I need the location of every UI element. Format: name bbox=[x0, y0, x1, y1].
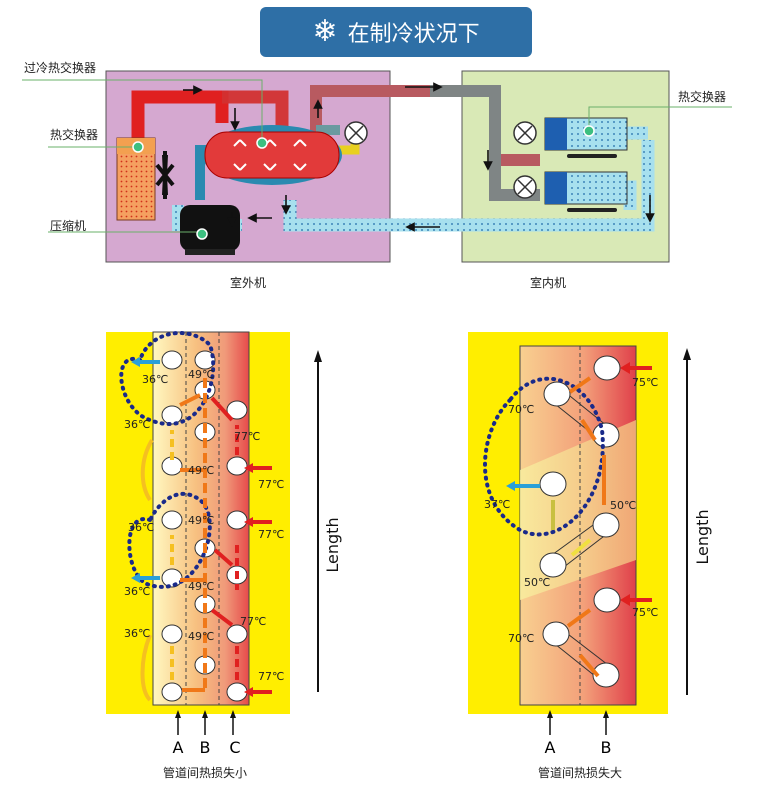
temp-36-b: 36℃ bbox=[124, 418, 150, 431]
temp-50-a: 50℃ bbox=[610, 499, 636, 512]
temp-49-e: 49℃ bbox=[188, 630, 214, 643]
temp-77-d: 77℃ bbox=[240, 615, 266, 628]
left-panel: 36℃ 36℃ 36℃ 36℃ 36℃ 49℃ 49℃ 49℃ 49℃ 49℃ … bbox=[106, 331, 342, 780]
indoor-valve-icon-1 bbox=[513, 121, 537, 145]
temp-77-a: 77℃ bbox=[234, 430, 260, 443]
indoor-valve-icon-2 bbox=[513, 175, 537, 199]
right-letter-a: A bbox=[545, 738, 556, 757]
temp-49-b: 49℃ bbox=[188, 464, 214, 477]
temp-36-e: 36℃ bbox=[124, 627, 150, 640]
left-caption: 管道间热损失小 bbox=[163, 765, 247, 780]
left-letter-b: B bbox=[200, 738, 211, 757]
temp-70-a: 70℃ bbox=[508, 403, 534, 416]
left-letter-a: A bbox=[173, 738, 184, 757]
left-length-label: Length bbox=[323, 517, 342, 572]
fan-icon bbox=[155, 151, 175, 199]
snowflake-icon: ❄ bbox=[312, 14, 338, 49]
discharge-pipe-2 bbox=[222, 90, 289, 135]
callout-outdoor-hx: 热交换器 bbox=[50, 127, 98, 142]
temp-49-d: 49℃ bbox=[188, 580, 214, 593]
temp-36-c: 36℃ bbox=[128, 521, 154, 534]
discharge-pipe bbox=[131, 90, 229, 160]
temp-49-c: 49℃ bbox=[188, 514, 214, 527]
temp-36-a: 36℃ bbox=[142, 373, 168, 386]
callout-compressor: 压缩机 bbox=[50, 218, 86, 233]
temp-75-a: 75℃ bbox=[632, 376, 658, 389]
system-diagram: 过冷热交换器 热交换器 压缩机 热交换器 室外机 室内机 bbox=[22, 60, 732, 290]
temp-49-a: 49℃ bbox=[188, 368, 214, 381]
left-letter-c: C bbox=[229, 738, 240, 757]
temp-37: 37℃ bbox=[484, 498, 510, 511]
temp-70-b: 70℃ bbox=[508, 632, 534, 645]
callout-indoor-hx: 热交换器 bbox=[678, 89, 726, 104]
right-letter-b: B bbox=[601, 738, 612, 757]
indoor-unit-label: 室内机 bbox=[530, 275, 566, 290]
temp-75-b: 75℃ bbox=[632, 606, 658, 619]
right-length-label: Length bbox=[693, 509, 712, 564]
temp-77-b: 77℃ bbox=[258, 478, 284, 491]
temp-50-b: 50℃ bbox=[524, 576, 550, 589]
title-banner: ❄ 在制冷状况下 bbox=[260, 7, 532, 57]
right-panel: 75℃ 75℃ 70℃ 70℃ 50℃ 50℃ 37℃ Length A B 管… bbox=[468, 332, 712, 780]
temp-77-e: 77℃ bbox=[258, 670, 284, 683]
temp-36-d: 36℃ bbox=[124, 585, 150, 598]
right-caption: 管道间热损失大 bbox=[538, 765, 622, 780]
outdoor-unit-label: 室外机 bbox=[230, 275, 266, 290]
callout-subcooling-hx: 过冷热交换器 bbox=[24, 60, 96, 75]
compressor-icon bbox=[180, 205, 240, 255]
temp-77-c: 77℃ bbox=[258, 528, 284, 541]
expansion-valve-icon bbox=[344, 121, 368, 145]
page-title: 在制冷状况下 bbox=[347, 22, 480, 47]
